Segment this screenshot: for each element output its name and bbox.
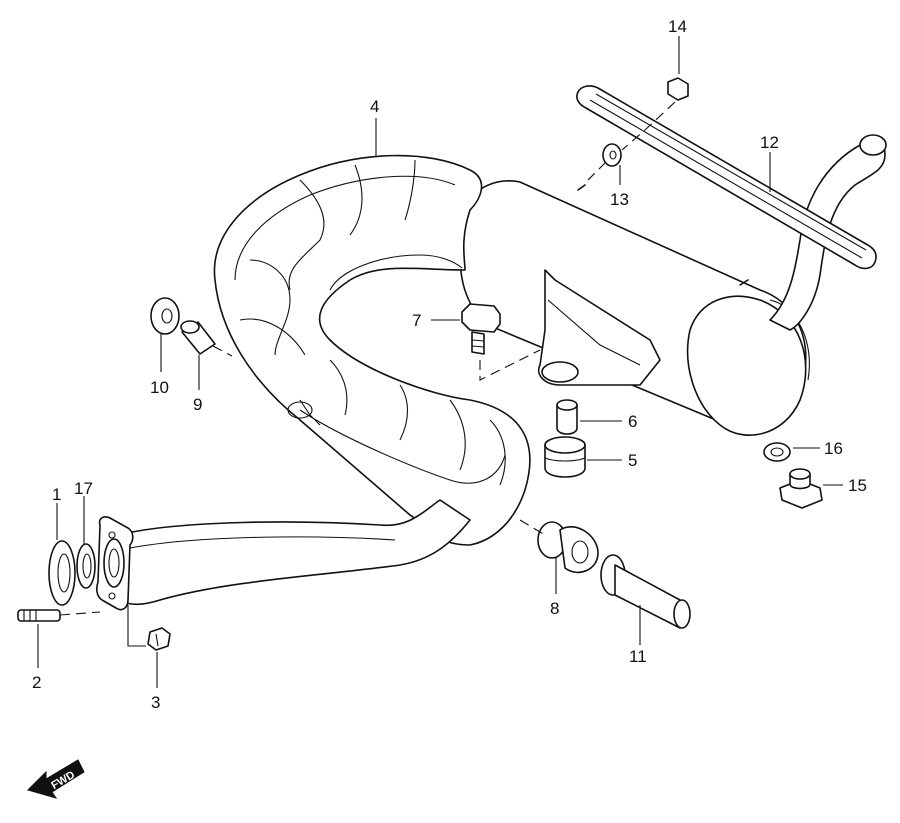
callout-2: 2: [32, 673, 41, 692]
callout-11: 11: [629, 647, 647, 666]
callout-5: 5: [628, 451, 637, 470]
part-2-stud: [17, 609, 61, 622]
callout-1: 1: [52, 485, 61, 504]
expansion-chamber: [213, 154, 531, 546]
fwd-label: FWD: [49, 769, 77, 792]
forward-arrow-icon: FWD: [27, 759, 85, 799]
heat-shield: [576, 85, 877, 270]
part-15-bolt: [779, 468, 823, 509]
part-9-collar: [180, 320, 216, 355]
part-5-rubber-mount: [544, 436, 586, 478]
part-3-nut: [147, 627, 171, 651]
part-6-collar: [556, 399, 578, 435]
muffler: [459, 134, 887, 436]
callout-9: 9: [193, 395, 202, 414]
callout-12: 12: [760, 133, 779, 152]
head-pipe: [96, 499, 471, 611]
callout-6: 6: [628, 412, 637, 431]
callout-7: 7: [412, 311, 421, 330]
part-10-washer: [150, 297, 180, 335]
part-11-spacer: [600, 554, 691, 629]
callout-17: 17: [74, 479, 93, 498]
part-7-bolt: [461, 303, 501, 355]
part-1-gasket: [48, 540, 76, 606]
part-17-gasket: [76, 543, 96, 589]
callout-3: 3: [151, 693, 160, 712]
callout-14: 14: [668, 17, 687, 36]
callout-4: 4: [370, 97, 379, 116]
callout-labels: 1 17 2 3 4 5 6 7 8 9 10 11 12 13 14 15 1…: [32, 17, 867, 712]
part-14-nut: [667, 77, 689, 101]
part-16-washer: [763, 442, 791, 462]
part-8-grommet: [537, 521, 599, 574]
leader-lines: [37, 36, 843, 688]
callout-16: 16: [824, 439, 843, 458]
callout-13: 13: [610, 190, 629, 209]
callout-8: 8: [550, 599, 559, 618]
callout-15: 15: [848, 476, 867, 495]
callout-10: 10: [150, 378, 169, 397]
part-13-washer: [602, 143, 622, 167]
